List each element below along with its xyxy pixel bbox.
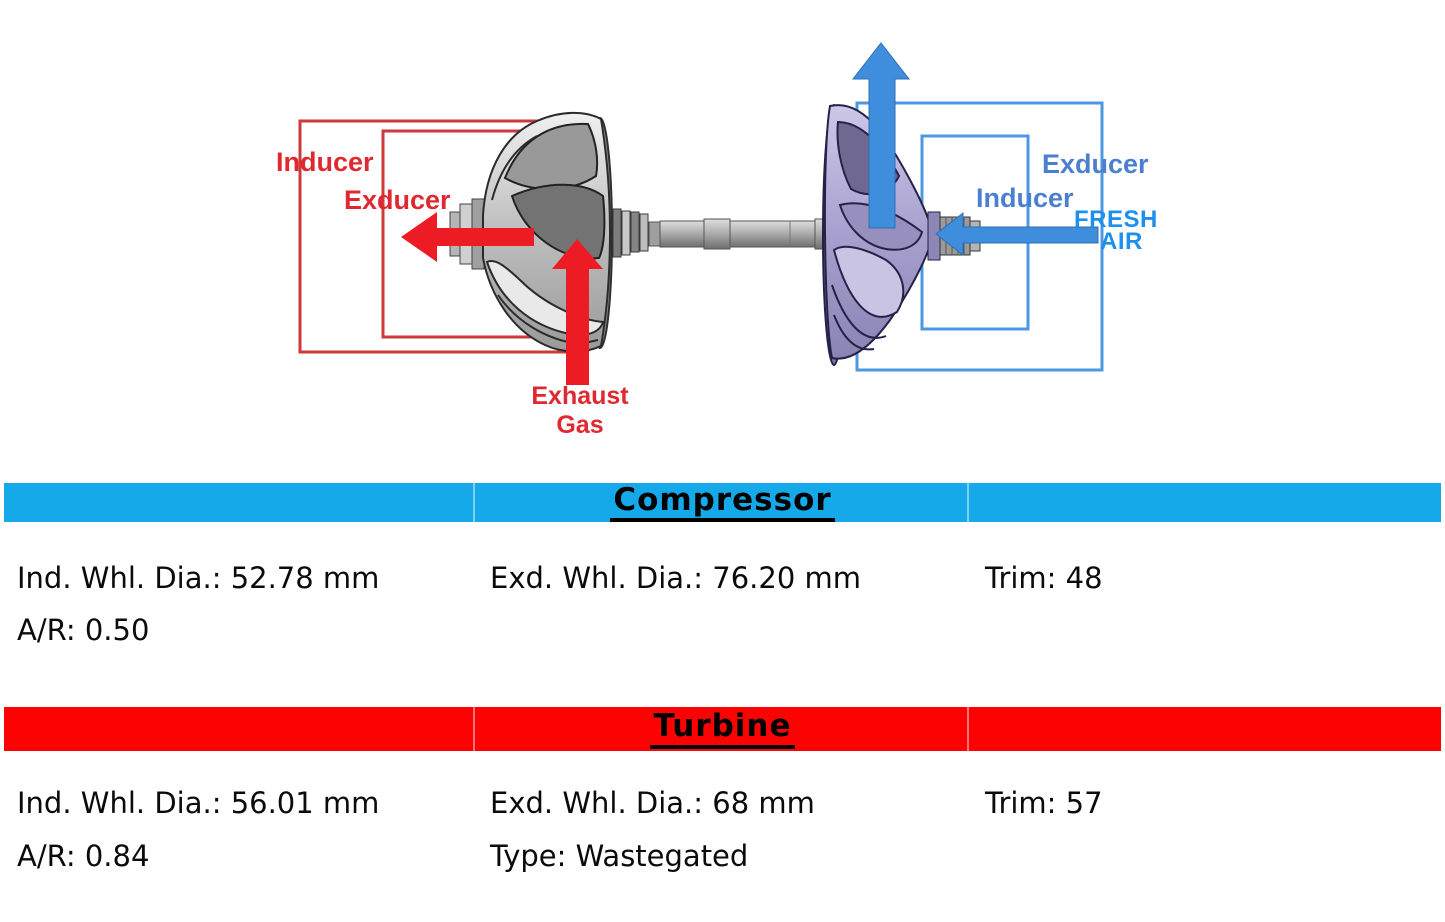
exhaust-gas-label-line1: Exhaust xyxy=(531,382,629,410)
column-divider xyxy=(967,483,969,522)
turbine-inducer-label: Inducer xyxy=(276,147,374,177)
compressor-exducer-diameter: Exd. Whl. Dia.: 76.20 mm xyxy=(490,561,861,595)
turbine-exducer-label: Exducer xyxy=(344,185,451,215)
compressor-trim: Trim: 48 xyxy=(985,561,1103,595)
turbine-type: Type: Wastegated xyxy=(490,839,749,873)
exhaust-gas-arrow xyxy=(552,239,603,385)
turbine-exducer-diameter: Exd. Whl. Dia.: 68 mm xyxy=(490,786,815,820)
compressor-spec-row-1: Ind. Whl. Dia.: 52.78 mm Exd. Whl. Dia.:… xyxy=(0,561,1445,597)
turbine-title: Turbine xyxy=(650,709,795,749)
fresh-air-arrow xyxy=(935,211,1099,257)
turbine-spec-row-2: A/R: 0.84 Type: Wastegated xyxy=(0,839,1445,875)
compressor-wheel xyxy=(822,104,981,366)
turbo-cartridge-diagram: Inducer Exducer Exhaust Gas Exducer Indu… xyxy=(276,42,1158,439)
turbine-inducer-diameter: Ind. Whl. Dia.: 56.01 mm xyxy=(17,786,380,820)
compressor-exducer-label: Exducer xyxy=(1042,149,1149,179)
turbine-trim: Trim: 57 xyxy=(985,786,1103,820)
turbine-header-bar: Turbine xyxy=(4,707,1441,751)
fresh-air-label-line1: FRESH xyxy=(1074,206,1158,233)
rotor-shaft xyxy=(603,208,830,258)
compressor-spec-row-2: A/R: 0.50 xyxy=(0,613,1445,649)
column-divider xyxy=(967,707,969,751)
compressor-inducer-label: Inducer xyxy=(976,183,1074,213)
turbine-exducer-arrow xyxy=(401,212,534,262)
turbine-ar-ratio: A/R: 0.84 xyxy=(17,839,150,873)
exhaust-gas-label-line2: Gas xyxy=(556,411,603,439)
compressor-outlet-arrow xyxy=(851,42,911,229)
fresh-air-label-line2: AIR xyxy=(1100,228,1143,255)
column-divider xyxy=(473,483,475,522)
turbine-spec-row-1: Ind. Whl. Dia.: 56.01 mm Exd. Whl. Dia.:… xyxy=(0,786,1445,822)
column-divider xyxy=(473,707,475,751)
compressor-inducer-diameter: Ind. Whl. Dia.: 52.78 mm xyxy=(17,561,380,595)
compressor-ar-ratio: A/R: 0.50 xyxy=(17,613,150,647)
compressor-header-bar: Compressor xyxy=(4,483,1441,523)
compressor-title: Compressor xyxy=(610,483,835,523)
